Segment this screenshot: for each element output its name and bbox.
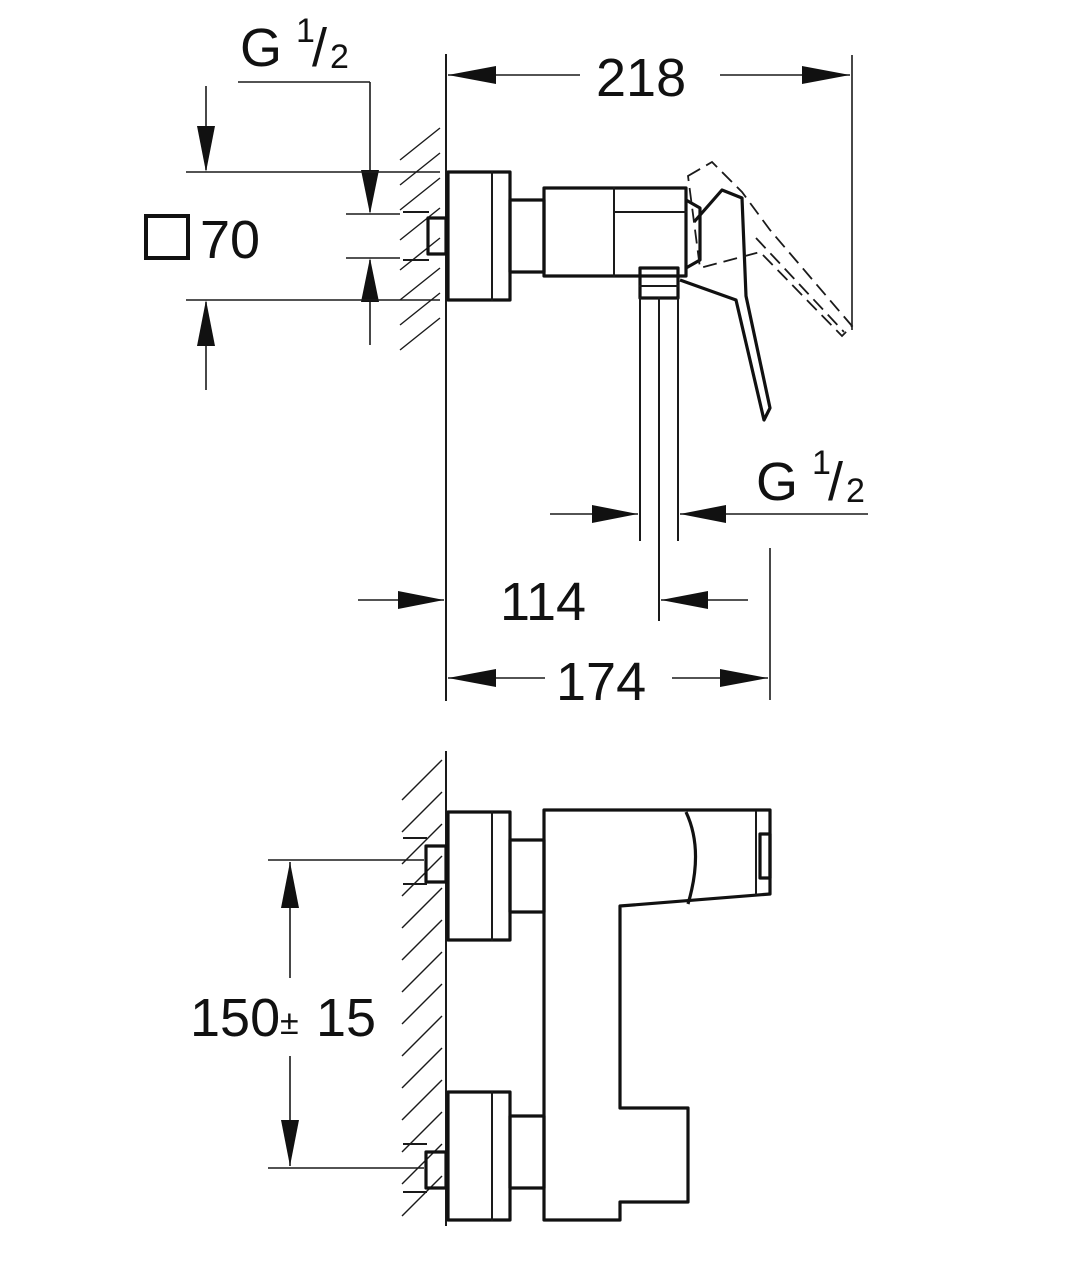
dim-174-text: 174 — [556, 652, 646, 712]
inlet-thread-numerator: 1 — [296, 12, 315, 50]
side-view — [399, 54, 854, 701]
upper-escutcheon — [446, 810, 512, 942]
lower-escutcheon — [446, 1090, 512, 1222]
outlet-nut — [638, 266, 680, 300]
escutcheon — [446, 170, 512, 302]
dim-114-text: 114 — [500, 572, 586, 632]
dim-spacing-text: 150 — [190, 988, 280, 1048]
dim-tolerance-sign: ± — [280, 1004, 299, 1042]
outlet-thread-denominator: 2 — [846, 472, 865, 510]
lever-tip — [758, 832, 772, 880]
dim-tolerance-text: 15 — [316, 988, 376, 1048]
mixer-body-front — [542, 808, 772, 1222]
upper-inlet-pipe — [508, 838, 546, 914]
lower-inlet-pipe — [508, 1114, 546, 1190]
dim-218: 218 — [448, 48, 850, 108]
wall-hatch-top — [399, 127, 441, 351]
outlet-thread-letter: G — [756, 452, 798, 512]
lower-wall-connector — [424, 1150, 448, 1190]
upper-wall-connector — [424, 844, 448, 884]
dim-inlet-thread: G 1 / 2 — [238, 12, 400, 345]
body-cap — [685, 198, 702, 270]
dim-174: 174 — [448, 652, 768, 712]
wall-hatch-bottom — [401, 759, 443, 1217]
inlet-thread-slash: / — [312, 18, 327, 78]
lever-front — [684, 811, 698, 905]
dim-outlet-thread: G 1 / 2 — [550, 444, 868, 523]
lever-handle — [679, 188, 772, 422]
outlet-thread-slash: / — [828, 452, 843, 512]
outlet-thread-numerator: 1 — [812, 444, 831, 482]
inlet-thread-denominator: 2 — [330, 38, 349, 76]
dim-spacing: 150 ± 15 — [190, 859, 424, 1169]
dim-70-text: 70 — [200, 210, 260, 270]
square-icon — [144, 214, 190, 260]
lever-alt-position — [687, 160, 854, 338]
dim-square-70: 70 — [144, 86, 440, 390]
dim-114: 114 — [358, 572, 748, 632]
front-view — [401, 751, 772, 1226]
dim-218-text: 218 — [596, 48, 686, 108]
inlet-pipe — [508, 198, 546, 274]
wall-connector — [426, 216, 448, 256]
mixer-body — [542, 186, 688, 278]
inlet-thread-letter: G — [240, 18, 282, 78]
